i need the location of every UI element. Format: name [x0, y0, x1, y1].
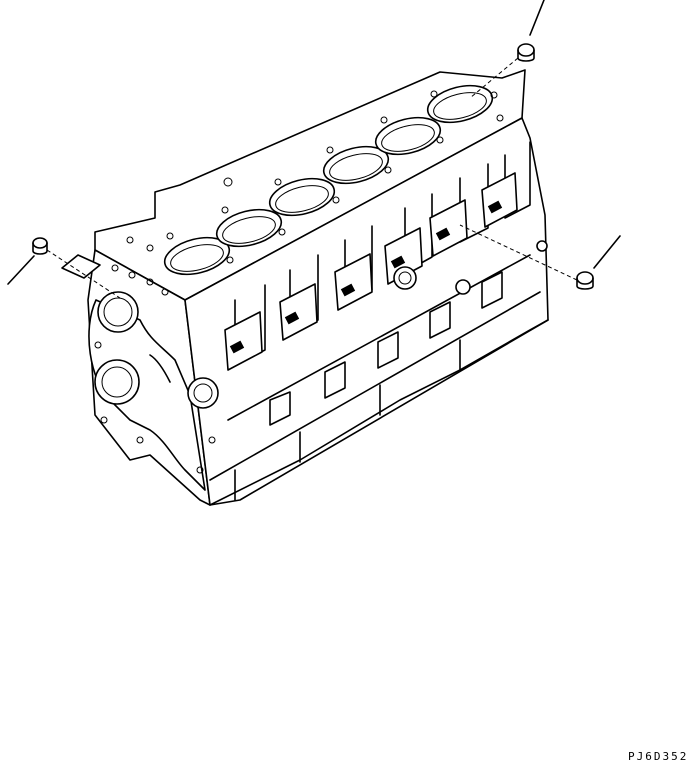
callout-leader-line [529, 0, 545, 36]
front-face-details [88, 264, 219, 491]
callout-plug-top-right [469, 0, 545, 99]
bore-3 [268, 177, 336, 217]
plug-icon [576, 271, 594, 285]
side-ribs [227, 240, 548, 426]
callout-leader-line [7, 255, 35, 285]
plug-icon [32, 237, 48, 249]
bore-6 [426, 84, 494, 124]
bore-5 [374, 116, 442, 156]
gear-housing-opening [88, 299, 206, 491]
bore-2 [215, 208, 283, 248]
deck-bolt-holes [126, 90, 504, 264]
bore-1 [163, 236, 231, 276]
callout-plug-right [459, 224, 621, 290]
cylinder-bores [163, 84, 494, 276]
plug-icon [517, 43, 535, 57]
skirt-flange [209, 291, 549, 506]
callout-plug-left [7, 237, 121, 299]
callout-leader-line [593, 235, 621, 269]
bore-4 [322, 145, 390, 185]
main-bearing-caps [224, 172, 518, 371]
drawing-part-code: PJ6D352 [628, 750, 689, 763]
